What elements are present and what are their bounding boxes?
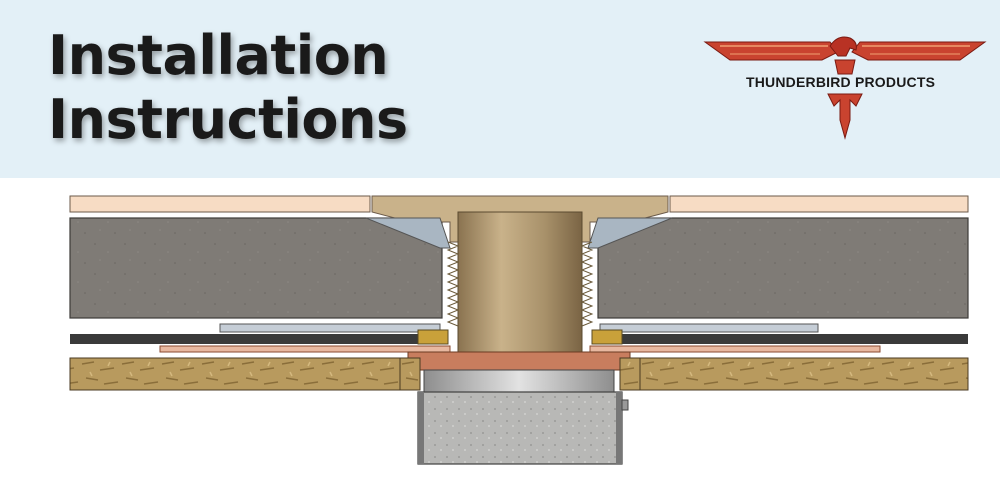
title-line-2: Instructions <box>48 88 408 151</box>
drain-cross-section-diagram <box>69 195 969 465</box>
page-title: Installation Instructions <box>48 24 408 152</box>
header-banner: Installation Instructions THUNDERBIRD PR… <box>0 0 1000 178</box>
logo-text: THUNDERBIRD PRODUCTS <box>746 74 936 90</box>
title-line-1: Installation <box>48 24 389 87</box>
thunderbird-icon <box>703 36 987 140</box>
